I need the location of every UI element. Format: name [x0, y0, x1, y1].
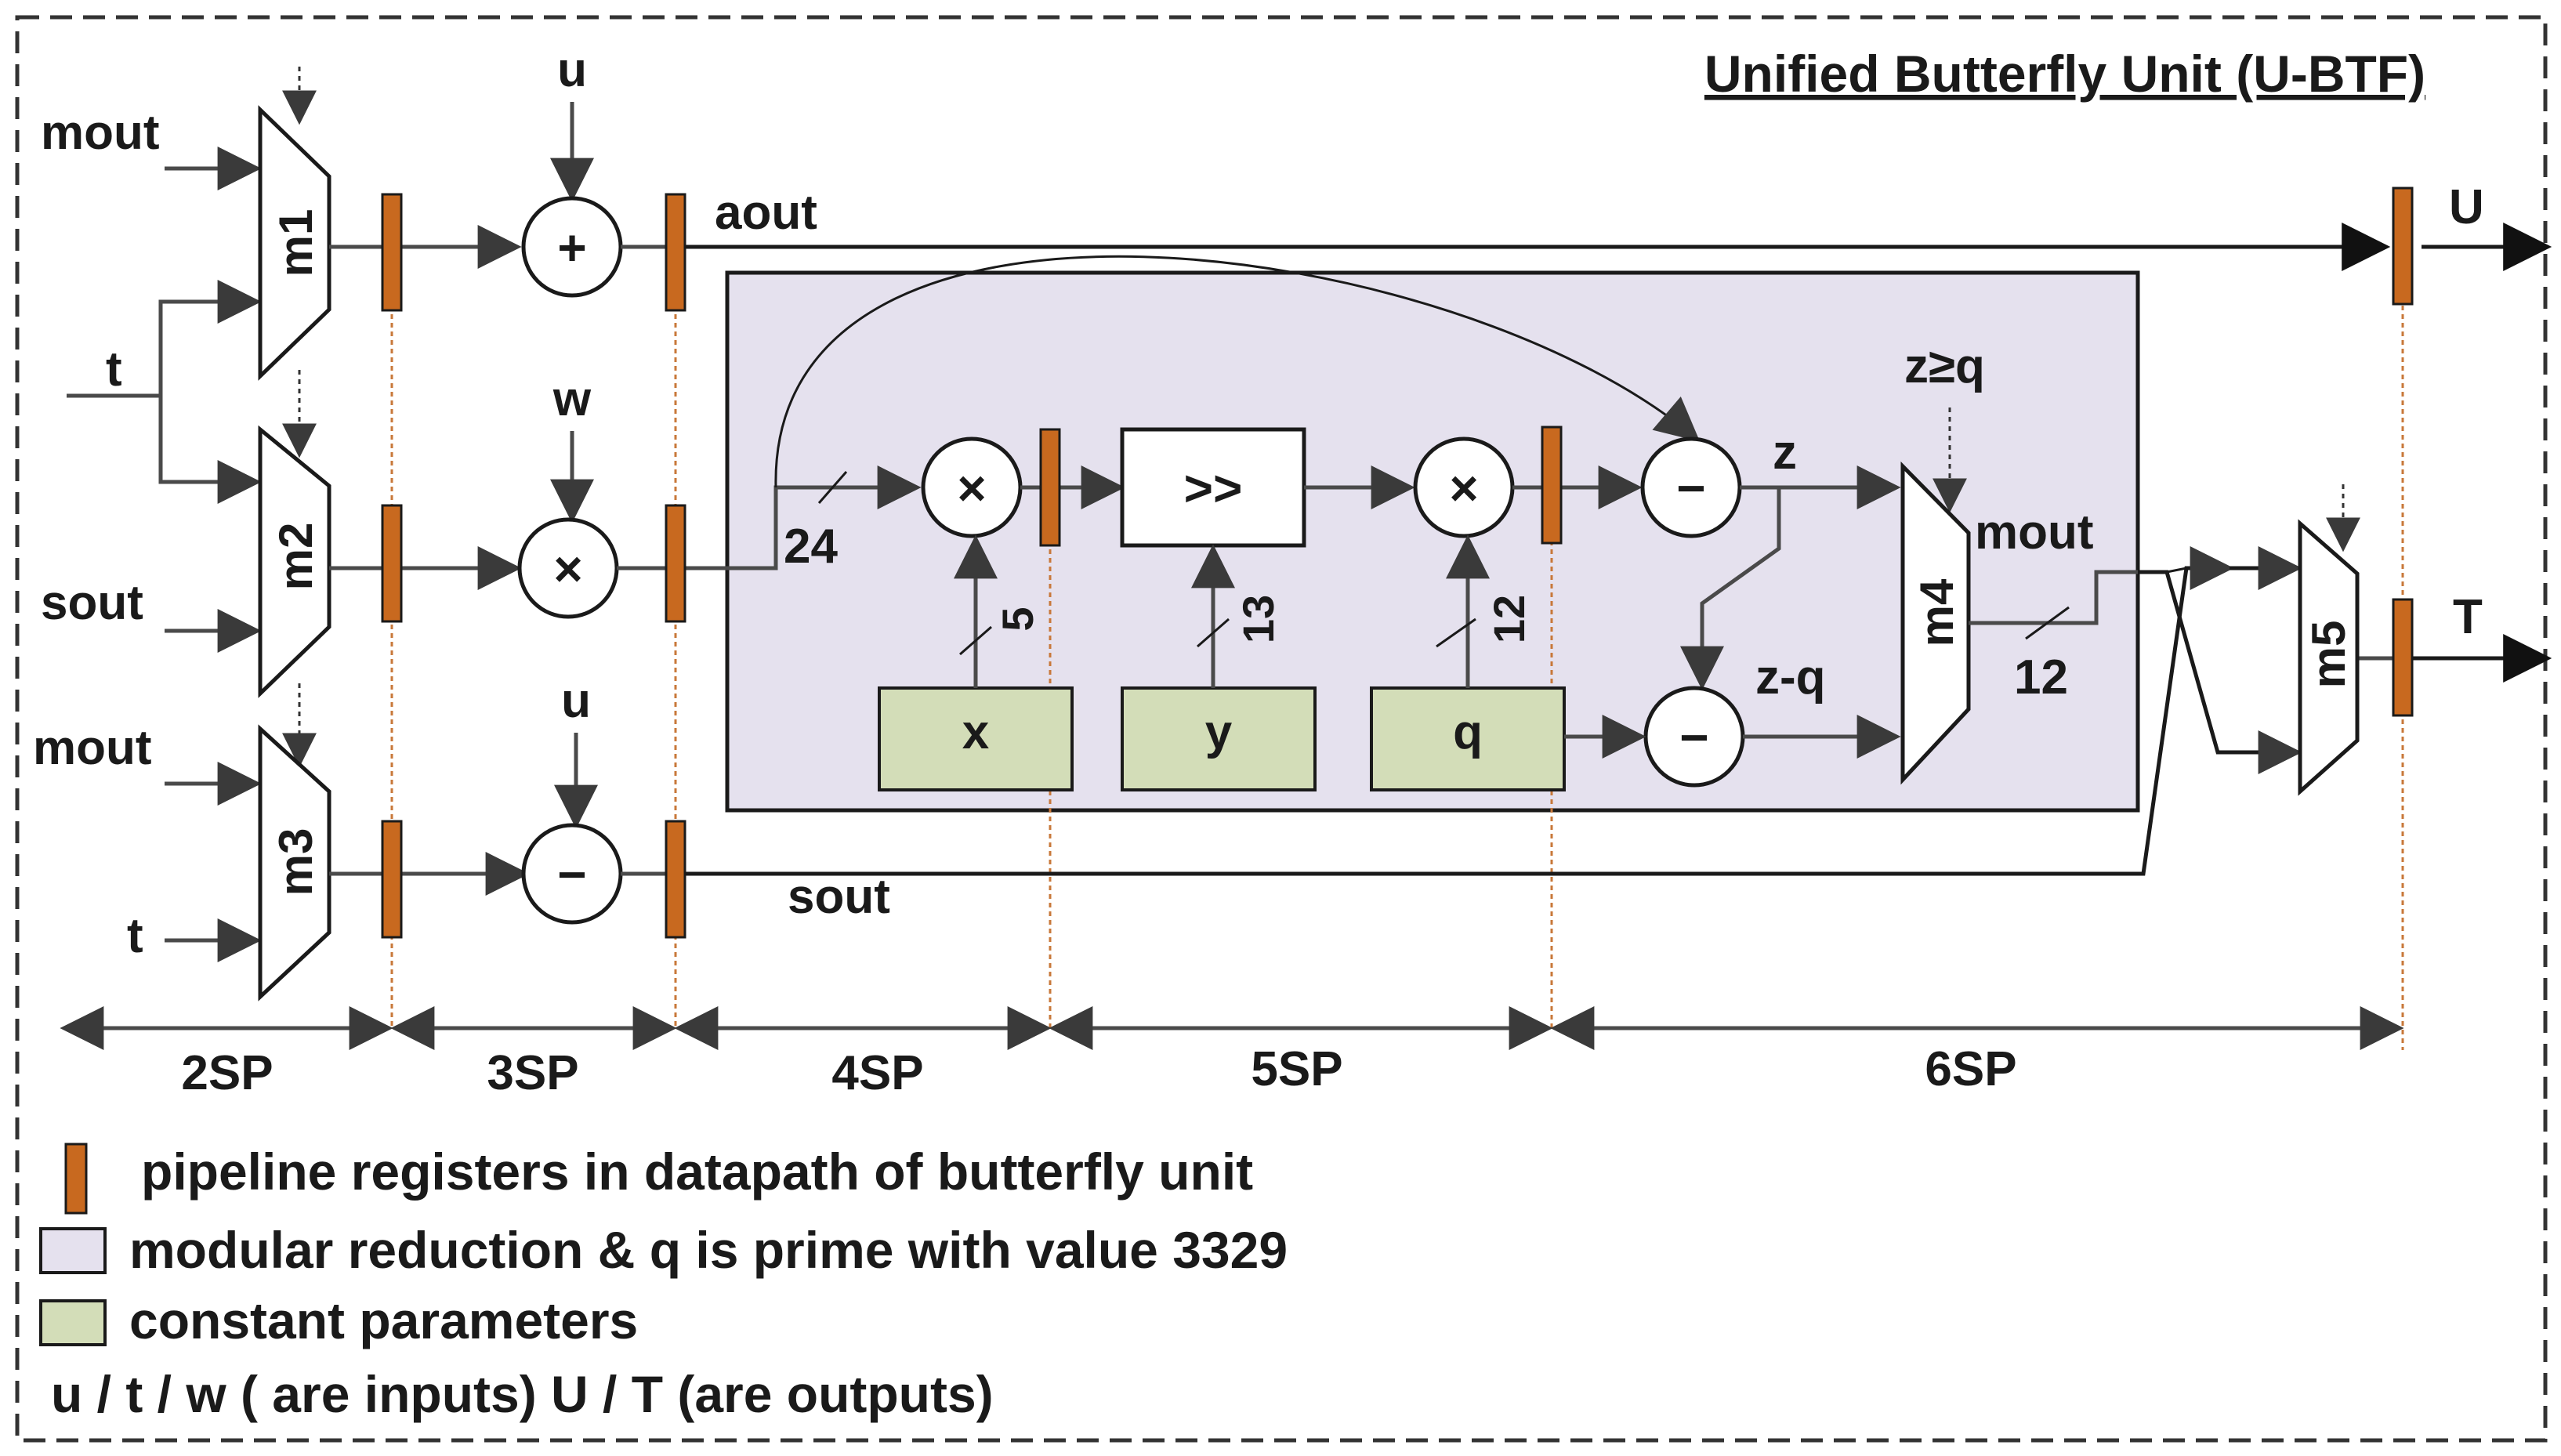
- mux-m3-label: m3: [270, 828, 322, 896]
- legend-reduction-swatch: [39, 1227, 107, 1274]
- diagram-title: Unified Butterfly Unit (U-BTF): [1704, 45, 2425, 103]
- multiplier-op-w: ×: [517, 517, 619, 619]
- bitwidth-24-label: 24: [784, 520, 838, 574]
- adder-op: +: [521, 196, 623, 298]
- bitwidth-12-q-label: 12: [1484, 595, 1534, 643]
- subtractor-op: −: [521, 823, 623, 925]
- subtractor-z-op: −: [1640, 436, 1742, 538]
- shift-box: [1120, 427, 1306, 548]
- bitwidth-13-label: 13: [1233, 595, 1283, 643]
- z-signal-label: z: [1773, 426, 1797, 480]
- subtractor-zq-op: −: [1643, 686, 1745, 788]
- stage-2sp-label: 2SP: [181, 1046, 273, 1100]
- m2-input-sout-label: sout: [41, 576, 143, 630]
- mux-m1-label: m1: [270, 209, 322, 277]
- multiplier-op-q: ×: [1413, 436, 1515, 538]
- m3-input-mout-label: mout: [33, 721, 152, 775]
- mux-m4: m4: [1900, 461, 1971, 785]
- shift-symbol: >>: [1184, 460, 1243, 516]
- subtractor-zq-symbol: −: [1679, 709, 1708, 766]
- register-stage3-mid: [665, 504, 686, 623]
- multiplier-op-x: ×: [921, 436, 1023, 538]
- output-T-label: T: [2453, 590, 2483, 644]
- w-input-label: w: [552, 372, 592, 426]
- constant-q-label: q: [1453, 705, 1483, 759]
- mux-m3: m3: [258, 724, 331, 1001]
- stage-4sp-label: 4SP: [831, 1046, 923, 1100]
- register-stage3-bottom: [665, 820, 686, 939]
- register-stage2-mid: [381, 504, 403, 623]
- legend-register-text: pipeline registers in datapath of butter…: [141, 1143, 1253, 1201]
- z-ge-q-label: z≥q: [1904, 339, 1985, 393]
- constant-x-label: x: [962, 705, 990, 759]
- multiplier-q-symbol: ×: [1449, 460, 1478, 516]
- m1-input-mout-label: mout: [41, 106, 160, 160]
- constant-x: x: [878, 686, 1074, 791]
- sout-label: sout: [788, 870, 890, 924]
- output-U-label: U: [2449, 180, 2484, 234]
- multiplier-x-symbol: ×: [957, 460, 986, 516]
- register-stage5: [1541, 426, 1563, 545]
- subtractor-z-symbol: −: [1676, 460, 1705, 516]
- legend-io-note: u / t / w ( are inputs) U / T (are outpu…: [51, 1365, 994, 1423]
- mout-signal-label: mout: [1975, 505, 2094, 560]
- multiplier-w-symbol: ×: [553, 541, 582, 597]
- aout-label: aout: [715, 186, 817, 240]
- constant-q: q: [1370, 686, 1566, 791]
- m3-input-t-label: t: [127, 909, 143, 963]
- stage-5sp-label: 5SP: [1251, 1042, 1342, 1096]
- mux-m5-label: m5: [2302, 621, 2355, 689]
- constant-y: y: [1121, 686, 1317, 791]
- register-stage4: [1039, 428, 1061, 547]
- z-minus-q-label: z-q: [1755, 650, 1826, 704]
- register-output-U: [2392, 187, 2414, 306]
- outer-frame: [15, 15, 2548, 1443]
- adder-symbol: +: [557, 219, 586, 276]
- bitwidth-12-out-label: 12: [2014, 650, 2068, 704]
- bitwidth-5-label: 5: [993, 607, 1042, 631]
- mux-m1: m1: [258, 105, 331, 381]
- register-output-T: [2392, 598, 2414, 717]
- legend-constant-text: constant parameters: [129, 1291, 638, 1349]
- pipeline-registers: [381, 187, 2414, 939]
- register-stage2-bottom: [381, 820, 403, 939]
- register-stage2-top: [381, 193, 403, 312]
- stage-6sp-label: 6SP: [1925, 1042, 2016, 1096]
- mux-m2: m2: [258, 425, 331, 698]
- mux-m5: m5: [2298, 519, 2360, 796]
- legend-constant-swatch: [39, 1299, 107, 1346]
- register-stage3-top: [665, 193, 686, 312]
- mux-m4-label: m4: [1911, 578, 1963, 647]
- u-bottom-input-label: u: [561, 674, 591, 728]
- stage-3sp-label: 3SP: [487, 1046, 578, 1100]
- t-input-label: t: [106, 342, 122, 397]
- legend-reduction-text: modular reduction & q is prime with valu…: [129, 1221, 1288, 1279]
- subtractor-symbol: −: [557, 846, 586, 903]
- legend: pipeline registers in datapath of butter…: [39, 1143, 1288, 1423]
- constant-y-label: y: [1205, 705, 1233, 759]
- u-top-input-label: u: [557, 43, 587, 97]
- legend-register-swatch: [64, 1143, 88, 1215]
- mux-m2-label: m2: [270, 523, 322, 591]
